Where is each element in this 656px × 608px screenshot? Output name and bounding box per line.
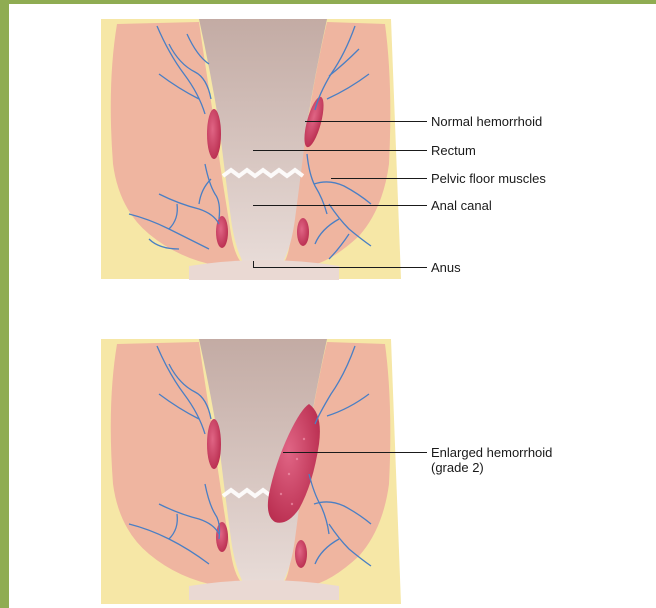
label-enlarged-grade: (grade 2): [431, 460, 484, 475]
leader-enlarged-hemorrhoid: [283, 452, 427, 453]
label-anal-canal: Anal canal: [431, 198, 492, 213]
illustration-frame: Normal hemorrhoid Rectum Pelvic floor mu…: [9, 4, 656, 608]
normal-hemorrhoid-left-upper: [207, 109, 221, 159]
normal-hemorrhoid-right-lower: [297, 218, 309, 246]
label-anus: Anus: [431, 260, 461, 275]
leader-anus: [253, 267, 427, 268]
label-pelvic-floor-muscles: Pelvic floor muscles: [431, 171, 546, 186]
leader-pelvic-floor: [331, 178, 427, 179]
label-normal-hemorrhoid: Normal hemorrhoid: [431, 114, 542, 129]
label-rectum: Rectum: [431, 143, 476, 158]
leader-anal-canal: [253, 205, 427, 206]
leader-anus-tick: [253, 261, 254, 268]
leader-normal-hemorrhoid: [305, 121, 427, 122]
enlarged-anatomy-diagram: [101, 339, 401, 604]
anatomy-illustration: [9, 4, 656, 608]
leader-rectum: [253, 150, 427, 151]
label-enlarged-hemorrhoid: Enlarged hemorrhoid: [431, 445, 552, 460]
